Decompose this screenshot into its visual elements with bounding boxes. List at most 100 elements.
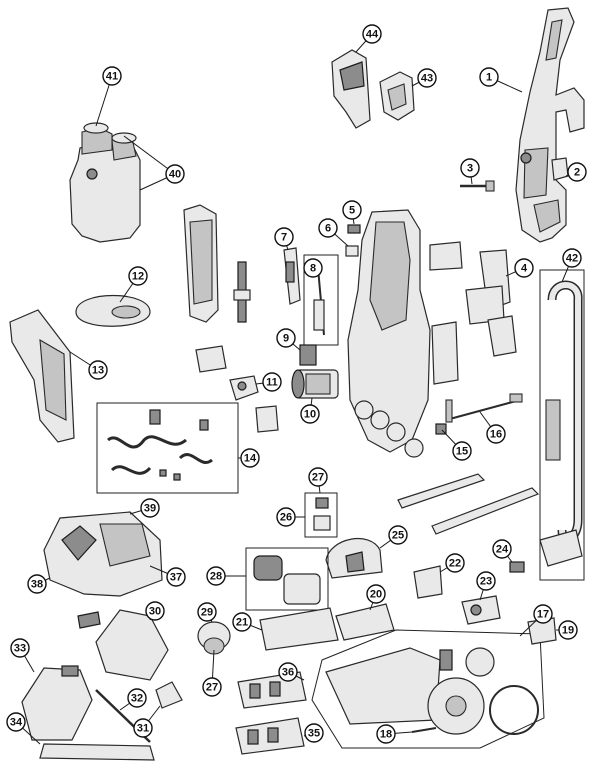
callout-circle [202,677,222,697]
part-tray-12 [75,295,151,327]
part-20 [335,603,395,641]
part-brackets-4 [429,241,517,385]
part-brush-roll-35 [235,717,305,755]
callout-circle [388,525,408,545]
callout-42: 42 [562,248,582,268]
callout-44: 44 [362,24,382,44]
callout-18: 18 [376,724,396,744]
callout-number: 41 [106,71,118,83]
part-linkage-21 [259,607,339,651]
callout-circle [318,218,338,238]
part-wiper-blades [397,473,540,535]
callout-27: 27 [308,467,328,487]
callout-32: 32 [127,688,147,708]
callout-circle [27,574,47,594]
callout-14: 14 [240,448,260,468]
callout-21: 21 [232,612,252,632]
callout-circle [128,266,148,286]
callout-circle [533,604,553,624]
callout-8: 8 [303,258,323,278]
callout-2: 2 [567,162,587,182]
callout-circle [278,662,298,682]
callout-number: 5 [349,205,355,217]
callout-number: 12 [132,271,144,283]
callout-10: 10 [300,404,320,424]
callout-number: 21 [236,617,248,629]
callout-circle [206,566,226,586]
callout-circle [127,688,147,708]
callout-7: 7 [274,227,294,247]
callout-circle [562,248,582,268]
callout-circle [366,584,386,604]
callout-number: 43 [421,73,433,85]
callout-number: 20 [370,589,382,601]
callout-number: 23 [480,576,492,588]
callout-number: 35 [308,728,320,740]
callout-circle [262,372,282,392]
callout-circle [452,441,472,461]
callout-number: 2 [574,167,580,179]
callout-number: 18 [380,729,392,741]
callout-number: 15 [456,446,468,458]
part-rod-8 [303,254,339,346]
leader-line-40-extra [123,135,176,175]
callout-circle [240,448,260,468]
callout-number: 13 [92,365,104,377]
callout-number: 25 [392,530,404,542]
part-screw-18 [411,727,437,733]
part-main-body [347,209,431,458]
callout-circle [274,227,294,247]
part-base-30 [77,609,169,681]
callout-3: 3 [460,158,480,178]
callout-circle [460,158,480,178]
part-23 [461,595,501,625]
callout-number: 1 [486,72,492,84]
callout-number: 29 [201,607,213,619]
callout-circle [558,620,578,640]
part-screw-3 [460,180,495,192]
part-brush-29 [197,621,231,655]
callout-circle [486,424,506,444]
callout-number: 27 [312,472,324,484]
callout-number: 24 [496,544,509,556]
callout-22: 22 [445,553,465,573]
callout-number: 30 [149,606,161,618]
callout-24: 24 [492,539,512,559]
callout-30: 30 [145,601,165,621]
callout-number: 36 [282,667,294,679]
callout-number: 40 [169,169,181,181]
part-valve-stack [233,261,251,323]
callout-circle [88,360,108,380]
callout-circle [276,507,296,527]
part-shell-13 [9,309,75,443]
callout-37: 37 [166,567,186,587]
part-bracket [183,204,219,323]
callout-40: 40 [165,164,185,184]
callout-number: 33 [14,643,26,655]
callout-circle [514,258,534,278]
callout-43: 43 [417,68,437,88]
callout-circle [479,67,499,87]
callout-circle [165,164,185,184]
callout-circle [197,602,217,622]
callout-number: 17 [537,609,549,621]
callout-16: 16 [486,424,506,444]
callout-circle [304,723,324,743]
callout-circle [140,498,160,518]
callout-number: 39 [144,503,156,515]
part-base-assembly-17 [311,629,545,749]
callout-circle [300,404,320,424]
callout-26: 26 [276,507,296,527]
callout-28: 28 [206,566,226,586]
callout-36: 36 [278,662,298,682]
callout-number: 38 [31,579,43,591]
callout-circle [376,724,396,744]
callout-circle [303,258,323,278]
callout-circle [445,553,465,573]
callout-38: 38 [27,574,47,594]
callout-39: 39 [140,498,160,518]
callout-15: 15 [452,441,472,461]
callout-6: 6 [318,218,338,238]
